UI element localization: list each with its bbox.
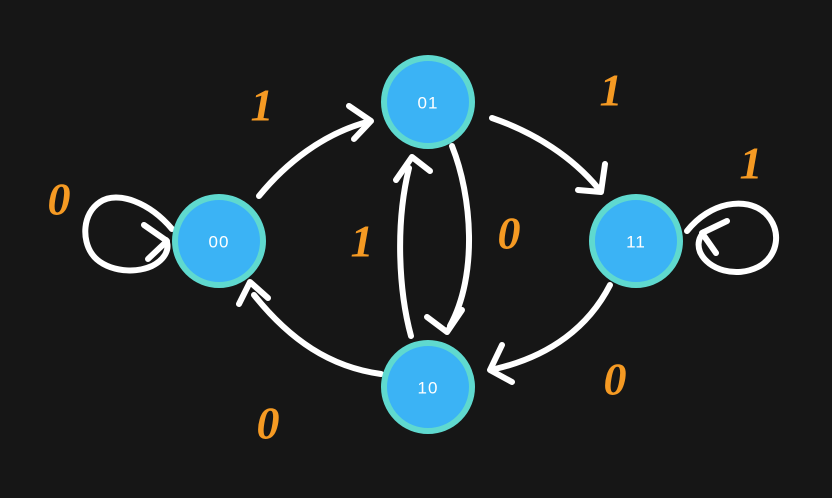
state-node-00[interactable]: 00 [172, 194, 266, 288]
arrowhead-11-11 [699, 218, 730, 256]
edge-10-to-00[interactable] [236, 279, 384, 377]
state-node-00-circle [172, 194, 266, 288]
arrowhead-00-00 [141, 222, 170, 262]
edge-00-to-00[interactable] [82, 194, 175, 274]
state-node-01-circle [381, 55, 475, 149]
edge-path-11-11 [684, 200, 780, 275]
state-node-10[interactable]: 10 [381, 340, 475, 434]
edge-00-to-01[interactable] [256, 103, 374, 199]
state-node-10-label: 10 [418, 379, 439, 398]
edge-01-to-10[interactable] [424, 143, 472, 335]
state-node-11[interactable]: 11 [589, 194, 683, 288]
edge-11-to-11[interactable] [684, 200, 780, 275]
state-node-11-circle [589, 194, 683, 288]
edge-path-01-10 [447, 143, 472, 329]
edge-path-01-11 [489, 115, 601, 191]
arrowhead-01-10 [424, 307, 465, 335]
edge-01-to-11[interactable] [489, 115, 608, 195]
edge-path-11-10 [492, 282, 613, 372]
edge-label-10-00: 0 [257, 398, 280, 449]
edge-label-00-01: 1 [251, 80, 274, 131]
edge-label-01-11: 1 [600, 65, 623, 116]
edge-label-11-11: 1 [740, 138, 763, 189]
edge-path-00-01 [256, 119, 370, 199]
edge-label-10-01: 1 [351, 216, 374, 267]
arrowhead-11-10 [487, 342, 515, 385]
edge-11-to-10[interactable] [487, 282, 613, 385]
edge-path-10-00 [251, 292, 384, 377]
arrowhead-01-11 [575, 161, 608, 195]
state-node-01-label: 01 [418, 94, 439, 113]
state-node-11-label: 11 [626, 233, 646, 252]
edge-label-01-10: 0 [498, 208, 521, 259]
state-node-01[interactable]: 01 [381, 55, 475, 149]
edge-10-to-01[interactable] [393, 154, 433, 339]
state-node-00-label: 00 [209, 233, 230, 252]
state-node-10-circle [381, 340, 475, 434]
edge-path-00-00 [82, 194, 175, 274]
edge-path-10-01 [397, 165, 414, 339]
arrowhead-10-01 [393, 154, 433, 183]
arrowhead-10-00 [236, 279, 271, 307]
arrowhead-00-01 [346, 103, 374, 142]
edge-label-11-10: 0 [604, 354, 627, 405]
edge-label-00-00: 0 [48, 174, 71, 225]
